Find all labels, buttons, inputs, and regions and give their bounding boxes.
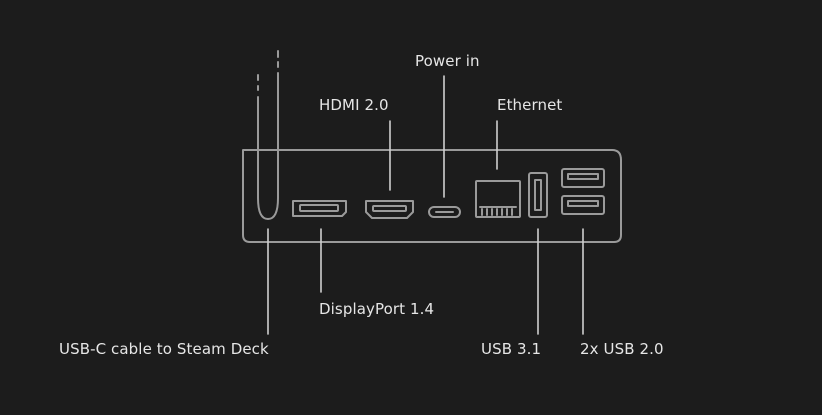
displayport-port-inner bbox=[299, 204, 339, 212]
usb31-port bbox=[528, 172, 548, 218]
usb20-port-top bbox=[561, 168, 605, 188]
label-hdmi: HDMI 2.0 bbox=[319, 96, 389, 114]
label-usb20: 2x USB 2.0 bbox=[580, 340, 664, 358]
displayport-port bbox=[292, 200, 347, 217]
usb20-port-bottom-inner bbox=[567, 200, 599, 207]
dock-body bbox=[242, 149, 622, 243]
label-usbc-cable: USB-C cable to Steam Deck bbox=[59, 340, 269, 358]
label-displayport: DisplayPort 1.4 bbox=[319, 300, 435, 318]
usb20-port-top-inner bbox=[567, 173, 599, 180]
hdmi-port bbox=[365, 200, 414, 219]
ethernet-port bbox=[475, 180, 521, 218]
power-usbc-port bbox=[428, 206, 461, 218]
label-power-in: Power in bbox=[415, 52, 480, 70]
label-ethernet: Ethernet bbox=[497, 96, 563, 114]
label-usb31: USB 3.1 bbox=[481, 340, 542, 358]
usbc-cable-loop bbox=[257, 72, 279, 220]
usb31-port-inner bbox=[534, 179, 542, 211]
ethernet-port-contacts bbox=[479, 206, 517, 216]
usb20-port-bottom bbox=[561, 195, 605, 215]
hdmi-port-inner bbox=[372, 205, 407, 212]
